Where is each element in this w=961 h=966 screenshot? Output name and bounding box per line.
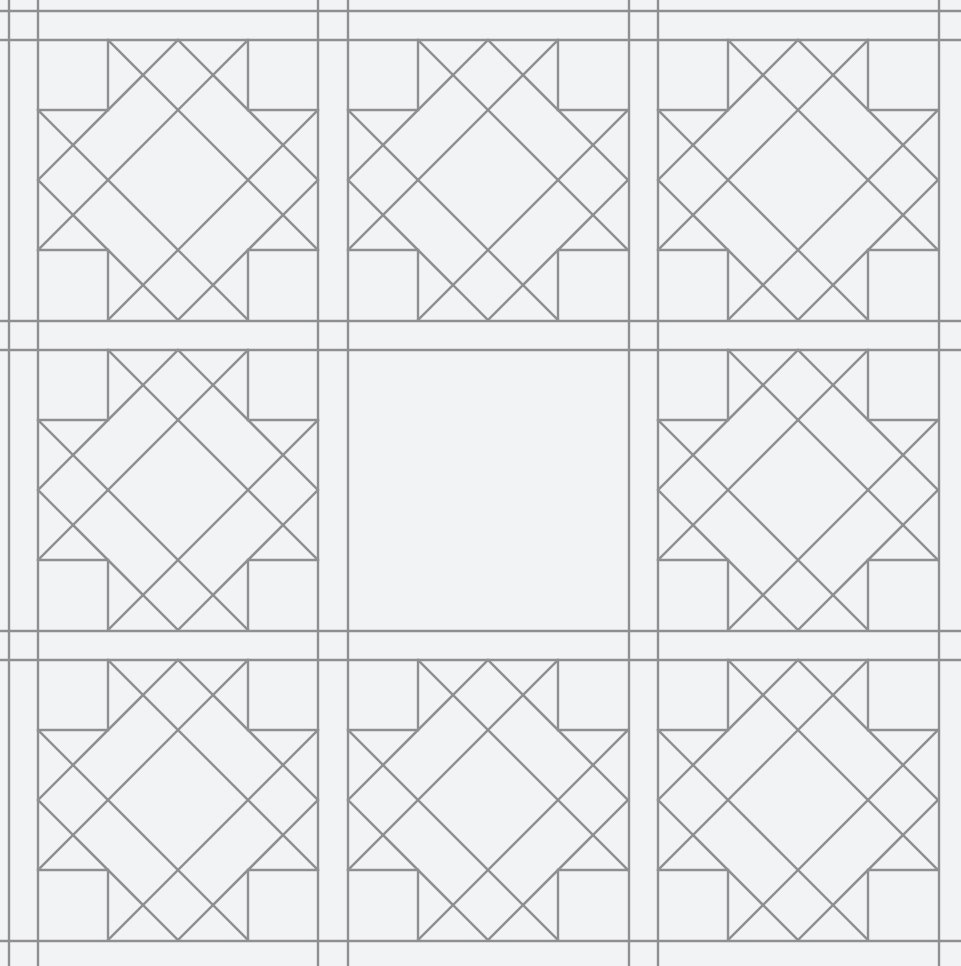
quilt-diagram [0,0,961,966]
